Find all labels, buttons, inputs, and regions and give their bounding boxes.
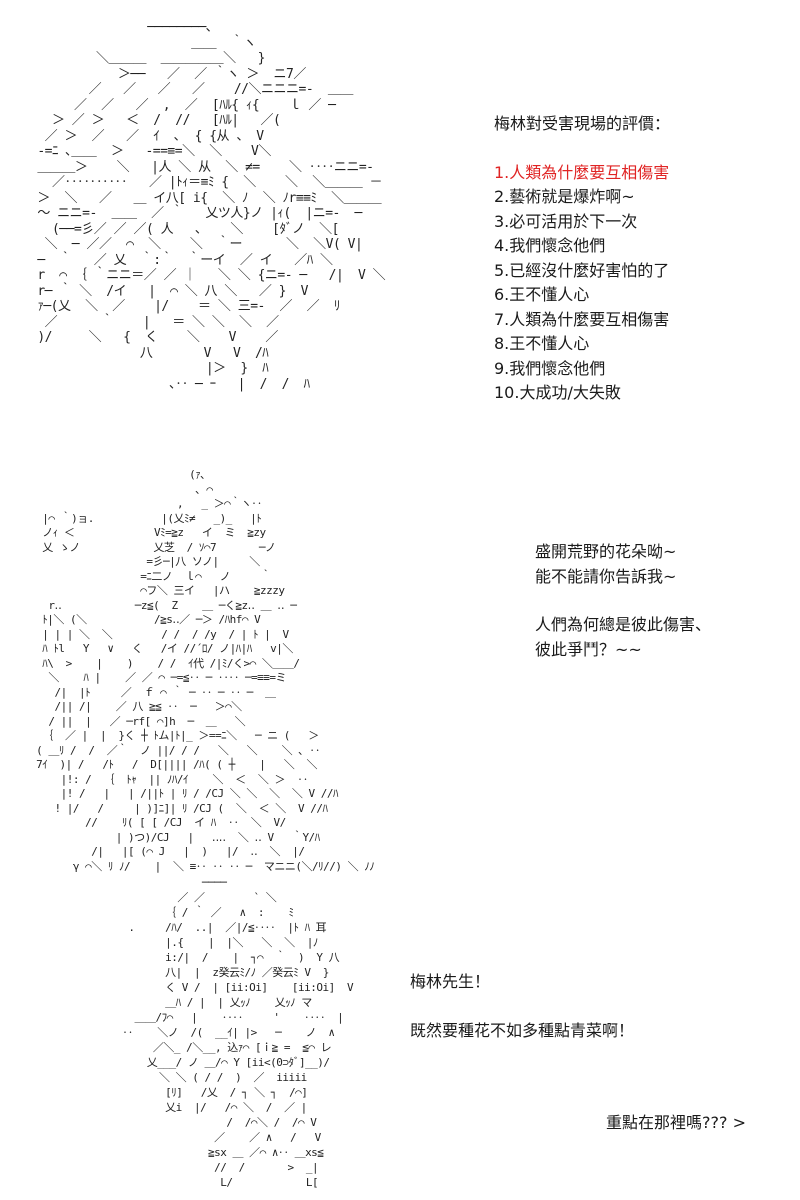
rating-item-4: 4.我們懷念他們: [494, 236, 606, 255]
rating-item-8: 8.王不懂人心: [494, 334, 590, 353]
ascii-art-character-3: ──── ／ ／ ` ＼ ｛ / ｀ ／ ∧ : ﾐ . /ﾊ/ ..| ／|/…: [122, 876, 354, 1189]
rating-list: 梅林對受害現場的評價： 1.人類為什麼要互相傷害 2.藝術就是爆炸啊~ 3.必可…: [494, 112, 670, 406]
dialog-2-line-1: 盛開荒野的花朵呦~: [535, 542, 677, 561]
dialog-3-line-2: 既然要種花不如多種點青菜啊！: [410, 1020, 635, 1040]
dialog-3: 梅林先生！ 既然要種花不如多種點青菜啊！: [410, 970, 634, 1043]
rating-item-9: 9.我們懷念他們: [494, 358, 606, 378]
ascii-art-character-2: (ｧ､ ､ ⌒ , _ ＞⌒｀ヽ‥ |⌒ ｀)ョ. |(乂ﾐ≠ _)_ |ﾄ ノ…: [36, 468, 375, 873]
dialog-2-line-4: 彼此爭鬥？~~: [535, 639, 642, 659]
footer-note: 重點在那裡嗎??? >: [606, 1113, 746, 1132]
dialog-2: 盛開荒野的花朵呦~ 能不能請你告訴我~ 人們為何總是彼此傷害、 彼此爭鬥？~~: [535, 540, 711, 662]
panel-merlin-rating: ────────､ ＿＿ ｀ヽ ＼＿＿＿ ＿＿＿＿＿＼ } ＞── ／ ／ ｀ヽ…: [0, 0, 800, 460]
rating-item-10: 10.大成功/大失敗: [494, 383, 621, 402]
rating-item-5: 5.已經沒什麼好害怕的了: [494, 260, 670, 280]
rating-item-7: 7.人類為什麼要互相傷害: [494, 309, 670, 329]
rating-item-1: 1.人類為什麼要互相傷害: [494, 162, 670, 182]
dialog-3-line-1: 梅林先生！: [410, 972, 491, 991]
panel-vegetable-dialog: ──── ／ ／ ` ＼ ｛ / ｀ ／ ∧ : ﾐ . /ﾊ/ ..| ／|/…: [0, 875, 800, 1200]
dialog-2-line-3: 人們為何總是彼此傷害、: [535, 615, 712, 634]
ascii-art-character-1: ────────､ ＿＿ ｀ヽ ＼＿＿＿ ＿＿＿＿＿＼ } ＞── ／ ／ ｀ヽ…: [37, 20, 386, 392]
dialog-2-gap: [535, 589, 711, 613]
rating-item-6: 6.王不懂人心: [494, 285, 590, 304]
dialog-3-gap: [410, 995, 634, 1019]
panel-flower-dialog: (ｧ､ ､ ⌒ , _ ＞⌒｀ヽ‥ |⌒ ｀)ョ. |(乂ﾐ≠ _)_ |ﾄ ノ…: [0, 460, 800, 880]
rating-item-2: 2.藝術就是爆炸啊~: [494, 187, 635, 206]
rating-item-3: 3.必可活用於下一次: [494, 211, 638, 231]
dialog-2-line-2: 能不能請你告訴我~: [535, 566, 677, 586]
rating-title: 梅林對受害現場的評價：: [494, 114, 671, 133]
